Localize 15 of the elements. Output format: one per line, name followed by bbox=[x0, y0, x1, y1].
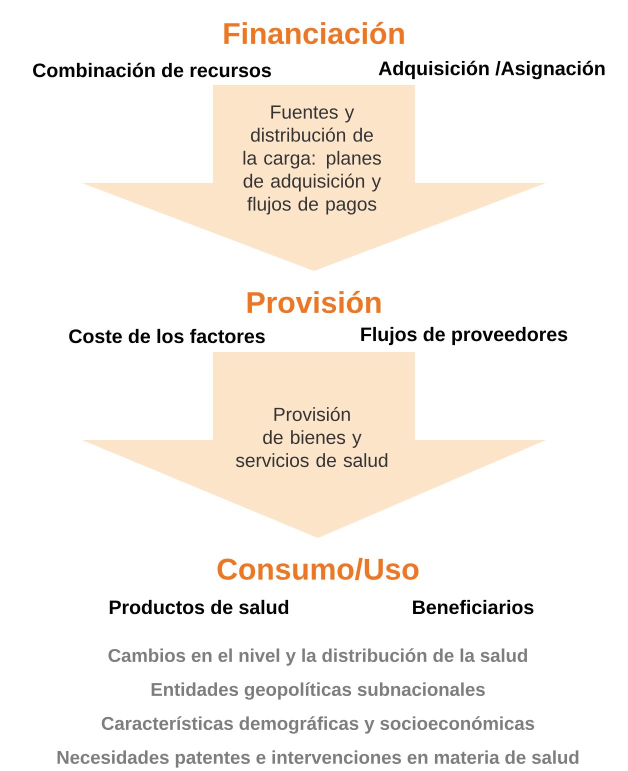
component-label: Productos de salud bbox=[110, 600, 288, 614]
component-label: Adquisición /Asignación bbox=[378, 60, 605, 80]
edge-label: Provisión de bienes y servicios de salud bbox=[231, 406, 393, 468]
component-label: Coste de los factores bbox=[69, 328, 265, 344]
component-label: Combinación de recursos bbox=[33, 62, 271, 78]
dimension-note: Características demográficas y socioeconómicas bbox=[102, 716, 534, 734]
dimension-note: Cambios en el nivel y la distribución de la salud bbox=[108, 648, 528, 666]
stage-heading: Financiación bbox=[224, 22, 404, 44]
dimension-note: Entidades geopolíticas subnacionales bbox=[152, 682, 485, 700]
stage-heading: Consumo/Uso bbox=[218, 558, 418, 580]
component-label: Beneficiarios bbox=[413, 600, 534, 614]
dimension-note: Necesidades patentes e intervenciones en materia de salud bbox=[58, 750, 578, 768]
edge-label: Fuentes y distribución de la carga: planes de adquisición y flujos de pagos bbox=[231, 104, 393, 216]
stage-heading: Provisión bbox=[248, 290, 380, 314]
component-label: Flujos de proveedores bbox=[361, 326, 568, 346]
